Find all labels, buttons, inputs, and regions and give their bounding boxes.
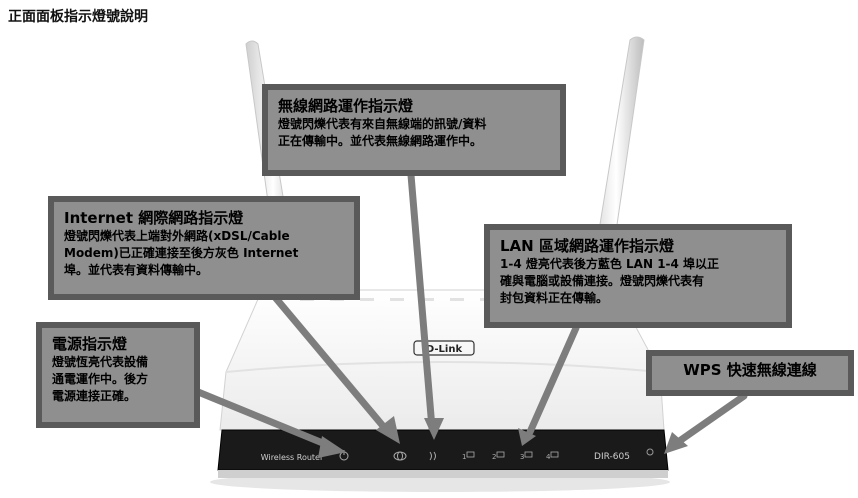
internet-arrowhead xyxy=(376,416,400,444)
wireless-led-line: 燈號閃爍代表有來自無線端的訊號/資料 xyxy=(278,117,487,131)
lan-led-title: LAN 區域網路運作指示燈 xyxy=(500,237,674,255)
lan-led-callout: LAN 區域網路運作指示燈 1-4 燈亮代表後方藍色 LAN 1-4 埠以正 確… xyxy=(484,224,792,328)
internet-led-line: 燈號閃爍代表上端對外網路(xDSL/Cable xyxy=(64,229,290,243)
lan-led-description: 1-4 燈亮代表後方藍色 LAN 1-4 埠以正 確與電腦或設備連接。燈號閃爍代… xyxy=(500,256,776,307)
lan-port-label: 1 xyxy=(462,453,466,461)
wps-icon xyxy=(646,448,654,456)
power-led-line: 電源連接正確。 xyxy=(52,389,137,403)
model-number: DIR-605 xyxy=(594,452,630,462)
model-label: Wireless Router xyxy=(261,453,324,462)
lan-led-line: 封包資料正在傳輸。 xyxy=(500,291,609,305)
internet-led-line: 埠。並代表有資料傳輸中。 xyxy=(64,263,209,277)
wps-button-title: WPS 快速無線連線 xyxy=(683,361,817,379)
brand-logo-text: D-Link xyxy=(426,344,463,355)
power-led-line: 燈號恆亮代表設備 xyxy=(52,355,149,369)
wireless-arrowhead xyxy=(424,418,444,440)
internet-led-line: Modem)已正確連接至後方灰色 Internet xyxy=(64,246,299,260)
internet-led-callout: Internet 網際網路指示燈 燈號閃爍代表上端對外網路(xDSL/Cable… xyxy=(48,196,360,300)
lan-port-label: 3 xyxy=(520,453,524,461)
dlink-logo: D-Link xyxy=(413,340,475,356)
wireless-icon xyxy=(429,451,436,461)
lan-arrow xyxy=(526,324,580,436)
page-title: 正面面板指示燈號說明 xyxy=(8,9,148,25)
lan-port-icon xyxy=(524,451,533,458)
internet-led-title: Internet 網際網路指示燈 xyxy=(64,209,244,227)
internet-arrow xyxy=(270,292,392,436)
wireless-led-callout: 無線網路運作指示燈 燈號閃爍代表有來自無線端的訊號/資料 正在傳輸中。並代表無線… xyxy=(262,84,566,176)
lan-port-label: 2 xyxy=(492,453,496,461)
power-led-line: 通電運作中。後方 xyxy=(52,372,149,386)
lan-port-icon xyxy=(466,451,475,458)
lan-led-line: 確與電腦或設備連接。燈號閃爍代表有 xyxy=(500,274,705,288)
lan-port-icon xyxy=(496,451,505,458)
wireless-led-line: 正在傳輸中。並代表無線網路運作中。 xyxy=(278,134,483,148)
lan-port-icon xyxy=(550,451,559,458)
wps-arrowhead xyxy=(664,432,688,454)
wireless-arrow xyxy=(407,171,436,432)
power-led-description: 燈號恆亮代表設備 通電運作中。後方 電源連接正確。 xyxy=(52,354,184,405)
lan-port-label: 4 xyxy=(546,453,551,461)
lan-led-line: 1-4 燈亮代表後方藍色 LAN 1-4 埠以正 xyxy=(500,257,720,271)
callout-arrows xyxy=(160,171,748,458)
wps-arrow xyxy=(674,392,748,446)
lan-arrowhead xyxy=(518,428,536,446)
power-led-title: 電源指示燈 xyxy=(52,335,128,353)
power-arrowhead xyxy=(318,436,346,458)
wireless-led-title: 無線網路運作指示燈 xyxy=(278,97,414,115)
internet-led-description: 燈號閃爍代表上端對外網路(xDSL/Cable Modem)已正確連接至後方灰色… xyxy=(64,228,344,279)
wireless-led-description: 燈號閃爍代表有來自無線端的訊號/資料 正在傳輸中。並代表無線網路運作中。 xyxy=(278,116,550,150)
lan-port-indicators: 1 2 3 4 xyxy=(462,451,559,461)
internet-globe-icon xyxy=(393,451,407,461)
wps-button-callout: WPS 快速無線連線 xyxy=(646,350,854,396)
front-panel xyxy=(217,429,669,478)
power-led-callout: 電源指示燈 燈號恆亮代表設備 通電運作中。後方 電源連接正確。 xyxy=(36,322,200,428)
